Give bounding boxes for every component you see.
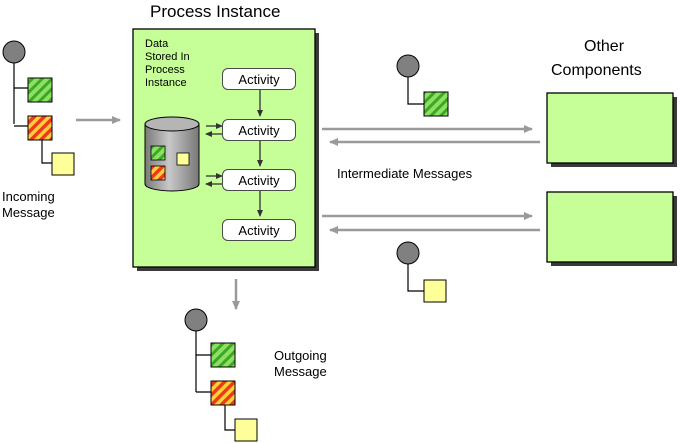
- message-part-orange: [27, 115, 53, 141]
- outgoing-message-tree: [184, 308, 258, 442]
- intermediate-message-bottom: [396, 241, 447, 303]
- message-header-circle: [2, 40, 26, 64]
- activity-flow: [205, 90, 263, 217]
- message-part-green: [27, 77, 53, 103]
- other-component-box-bottom: [546, 191, 677, 266]
- message-part-yellow: [51, 152, 75, 176]
- other-component-box-top: [546, 92, 677, 167]
- incoming-message-tree: [2, 40, 75, 176]
- data-store-cylinder: [144, 116, 200, 192]
- intermediate-arrows: [322, 125, 540, 234]
- intermediate-message-top: [396, 54, 449, 117]
